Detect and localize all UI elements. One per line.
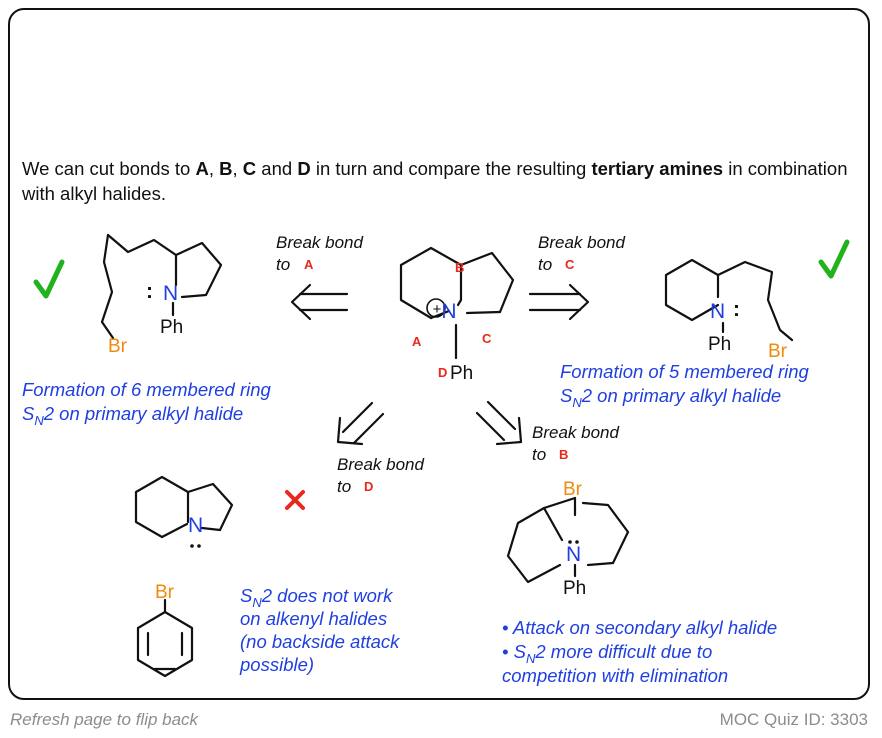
left-lone-pair: : [146, 280, 153, 303]
bottom-left-break-line1: Break bond [337, 455, 424, 474]
left-amine-structure [100, 233, 223, 340]
bromobenzene-structure [136, 598, 194, 678]
bottom-right-break-line1: Break bond [532, 423, 619, 442]
left-Br: Br [108, 336, 128, 357]
bromobenzene-Br: Br [155, 582, 175, 603]
center-label-C: C [482, 331, 492, 346]
left-break-line1: Break bond [276, 233, 363, 252]
center-label-A: A [412, 334, 422, 349]
bottom-left-N: N [188, 514, 203, 537]
retro-arrow-bottom-right [475, 400, 523, 446]
cross-icon [285, 490, 305, 510]
left-note-line1: Formation of 6 membered ring [22, 379, 272, 400]
bottom-left-lone-pair-dot [197, 544, 201, 548]
center-Ph: Ph [450, 363, 473, 384]
right-Ph: Ph [708, 334, 731, 355]
right-Br: Br [768, 341, 788, 362]
center-ammonium-structure [399, 246, 515, 360]
right-note-line2: SN2 on primary alkyl halide [560, 385, 781, 410]
bottom-right-N: N [566, 543, 581, 566]
center-label-B: B [455, 260, 464, 275]
right-check-icon [818, 239, 850, 279]
right-break-line2: to [538, 255, 552, 274]
bottom-left-lone-pair-dot [190, 544, 194, 548]
quiz-id: MOC Quiz ID: 3303 [719, 710, 868, 729]
retro-arrow-bottom-left [336, 401, 385, 446]
right-break-label: C [565, 257, 575, 272]
bottom-right-bullet2: • SN2 more difficult due to [502, 641, 712, 666]
bottom-right-lone-pair-dot [575, 540, 579, 544]
bottom-right-break-label: B [559, 447, 568, 462]
refresh-hint[interactable]: Refresh page to flip back [10, 710, 199, 729]
bottom-right-break-line2: to [532, 445, 546, 464]
quiz-card [8, 8, 870, 700]
bottom-right-lone-pair-dot [568, 540, 572, 544]
right-note-line1: Formation of 5 membered ring [560, 361, 810, 382]
bottom-left-break-line2: to [337, 477, 351, 496]
bottom-right-Ph: Ph [563, 578, 586, 599]
bottom-left-note-line1: SN2 does not work [240, 585, 394, 610]
bottom-left-note-line4: possible) [239, 654, 314, 675]
right-lone-pair: : [733, 298, 740, 321]
right-amine-structure [664, 258, 794, 342]
retro-arrow-right [528, 283, 590, 321]
center-charge: + [433, 301, 442, 318]
center-N: N [441, 300, 456, 323]
intro-text: We can cut bonds to A, B, C and D in tur… [22, 158, 848, 204]
bottom-right-bullet1: • Attack on secondary alkyl halide [502, 617, 777, 638]
left-break-label: A [304, 257, 314, 272]
left-break-line2: to [276, 255, 290, 274]
bottom-right-bullet2-line2: competition with elimination [502, 665, 728, 686]
right-break-line1: Break bond [538, 233, 625, 252]
right-N: N [710, 300, 725, 323]
bottom-left-note-line2: on alkenyl halides [240, 608, 387, 629]
bottom-left-note-line3: (no backside attack [240, 631, 401, 652]
bottom-right-amine-structure [506, 496, 630, 584]
left-N: N [163, 282, 178, 305]
bottom-left-break-label: D [364, 479, 373, 494]
retro-arrow-left [290, 283, 349, 321]
bottom-right-Br: Br [563, 479, 583, 500]
left-check-icon [33, 259, 65, 299]
bottom-left-amine-structure [134, 475, 234, 539]
left-note-line2: SN2 on primary alkyl halide [22, 403, 243, 428]
left-Ph: Ph [160, 317, 183, 338]
center-label-D: D [438, 365, 447, 380]
